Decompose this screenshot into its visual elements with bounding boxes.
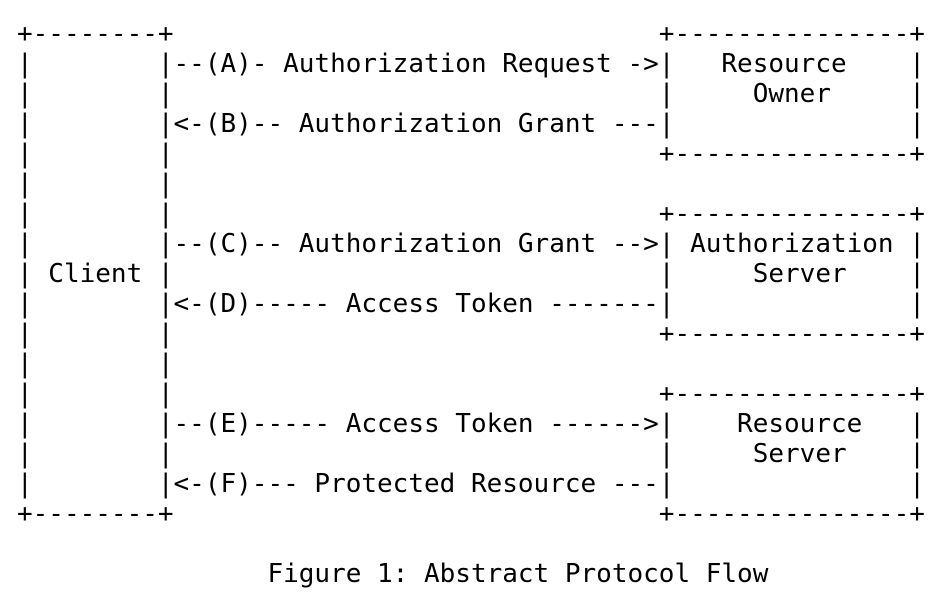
figure-caption: Figure 1: Abstract Protocol Flow (267, 559, 769, 589)
ascii-protocol-diagram: +--------+ +---------------+ | |--(A)- A… (17, 19, 925, 529)
